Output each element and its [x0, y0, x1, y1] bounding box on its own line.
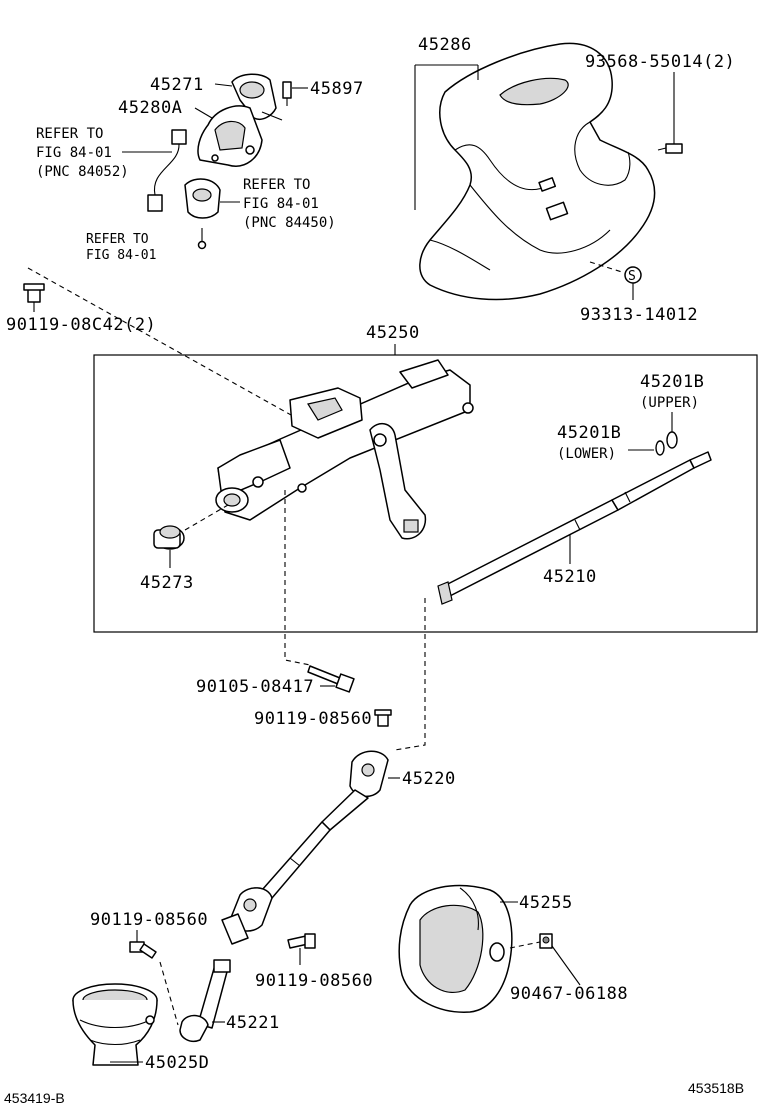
label-90119-08560-a: 90119-08560 — [254, 709, 372, 729]
illustration-code-right: 453518B — [688, 1080, 744, 1096]
wire-harness-84052[interactable] — [147, 129, 187, 212]
label-45220: 45220 — [402, 769, 456, 789]
bolt-90105-08417[interactable] — [307, 665, 355, 693]
svg-text:S: S — [628, 269, 636, 284]
label-45201b-upper: 45201B — [640, 372, 704, 392]
assembly-frame-45250 — [93, 354, 758, 633]
label-45286: 45286 — [418, 35, 472, 55]
bolt-90119-08560-b[interactable] — [287, 933, 316, 949]
label-upper: (UPPER) — [640, 395, 699, 411]
refer1-line2: FIG 84-01 — [36, 145, 112, 161]
intermediate-shaft-45220[interactable] — [221, 750, 389, 945]
bolt-90119-08560-c[interactable] — [129, 941, 157, 959]
steering-column-45250[interactable] — [215, 359, 474, 540]
main-shaft-45210[interactable] — [437, 451, 712, 605]
label-45280a: 45280A — [118, 98, 182, 118]
label-lower: (LOWER) — [557, 446, 616, 462]
refer3-line1: REFER TO — [86, 232, 149, 247]
refer2-line3: (PNC 84450) — [243, 215, 336, 231]
label-93313-14012: 93313-14012 — [580, 305, 698, 325]
clip-90467-06188[interactable] — [539, 933, 553, 949]
refer2-line2: FIG 84-01 — [243, 196, 319, 212]
leader-45286 — [414, 64, 479, 210]
refer1-line1: REFER TO — [36, 126, 103, 142]
label-45271: 45271 — [150, 75, 204, 95]
key-cylinder-45271[interactable] — [231, 73, 283, 121]
lock-housing-45280a[interactable] — [197, 105, 263, 167]
column-boot-45025d[interactable] — [72, 983, 158, 1066]
label-45210: 45210 — [543, 567, 597, 587]
switch-84450[interactable] — [184, 178, 221, 219]
screw-45897[interactable] — [282, 81, 292, 106]
refer1-line3: (PNC 84052) — [36, 164, 129, 180]
column-cover-45286[interactable] — [419, 42, 656, 301]
lower-shaft-45221[interactable] — [179, 959, 231, 1042]
clip-93313-14012[interactable]: S — [624, 266, 642, 284]
label-45897: 45897 — [310, 79, 364, 99]
label-90105-08417: 90105-08417 — [196, 677, 314, 697]
snap-ring-lower-45201b[interactable] — [655, 440, 665, 456]
label-45250: 45250 — [366, 323, 420, 343]
label-90467-06188: 90467-06188 — [510, 984, 628, 1004]
bushing-45273[interactable] — [153, 525, 185, 550]
illustration-code-left: 453419-B — [4, 1090, 65, 1106]
label-45255: 45255 — [519, 893, 573, 913]
refer3-line2: FIG 84-01 — [86, 248, 156, 263]
label-90119-08560-c: 90119-08560 — [90, 910, 208, 930]
label-45221: 45221 — [226, 1013, 280, 1033]
bolt-90119-08560-a[interactable] — [374, 709, 392, 727]
label-45273: 45273 — [140, 573, 194, 593]
refer2-line1: REFER TO — [243, 177, 310, 193]
snap-ring-upper-45201b[interactable] — [666, 431, 678, 449]
screw-93568-55014[interactable] — [657, 143, 683, 154]
pin-refer3[interactable] — [197, 228, 207, 250]
bolt-90119-08c42[interactable] — [23, 283, 45, 303]
label-90119-08560-b: 90119-08560 — [255, 971, 373, 991]
label-90119-08c42: 90119-08C42(2) — [6, 315, 156, 335]
label-45025d: 45025D — [145, 1053, 209, 1073]
column-hole-cover-45255[interactable] — [398, 884, 513, 1013]
label-45201b-lower: 45201B — [557, 423, 621, 443]
label-93568-55014: 93568-55014(2) — [585, 52, 735, 72]
